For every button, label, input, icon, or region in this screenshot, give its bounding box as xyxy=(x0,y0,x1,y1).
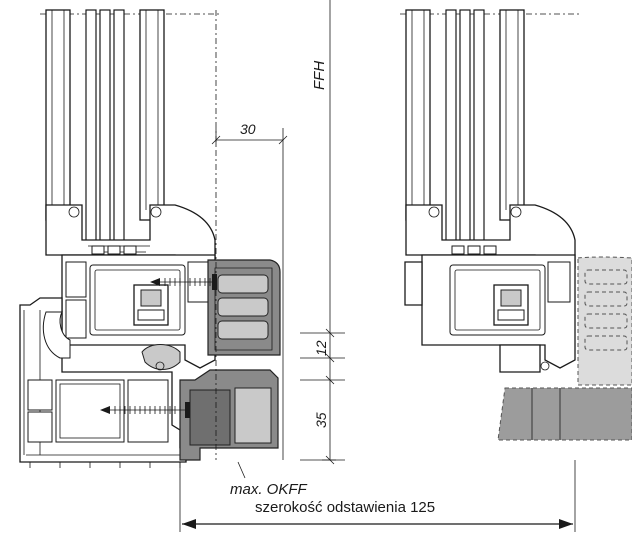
left-glass-pane-3 xyxy=(113,9,125,246)
offset-width-label: szerokość odstawienia 125 xyxy=(255,499,435,516)
left-insulation-chamber-3 xyxy=(217,320,269,340)
left-glass-pane-1 xyxy=(85,9,97,246)
left-insulation-chamber-1 xyxy=(217,274,269,294)
left-frame-chamber-main xyxy=(55,379,125,443)
left-lower-screw xyxy=(100,402,190,418)
offset-arrow-left xyxy=(182,519,196,529)
dim-35-label: 35 xyxy=(313,412,329,428)
right-section-detail xyxy=(400,9,632,441)
right-frame-edge xyxy=(499,344,541,373)
okff-leader-line xyxy=(237,461,246,479)
left-insulation-chamber-2 xyxy=(217,297,269,317)
offset-arrow-right xyxy=(559,519,573,529)
max-okff-label: max. OKFF xyxy=(230,481,308,498)
left-section-detail xyxy=(19,0,345,532)
left-seal xyxy=(141,344,181,370)
right-sash-inner-wall xyxy=(499,9,525,221)
right-ghost-floor-block xyxy=(497,387,632,441)
right-glass-pane-3 xyxy=(473,9,485,246)
right-sash-outer-wall xyxy=(405,9,431,221)
left-sash-inner-wall xyxy=(139,9,165,221)
left-sash-outer-wall xyxy=(45,9,71,221)
dim-12-label: 12 xyxy=(313,340,329,356)
dim-30-label: 30 xyxy=(240,121,256,137)
right-glass-pane-2 xyxy=(459,9,471,246)
left-upper-screw xyxy=(150,274,217,290)
left-glass-pane-2 xyxy=(99,9,111,246)
right-glass-pane-1 xyxy=(445,9,457,246)
ffh-label: FFH xyxy=(311,61,328,90)
